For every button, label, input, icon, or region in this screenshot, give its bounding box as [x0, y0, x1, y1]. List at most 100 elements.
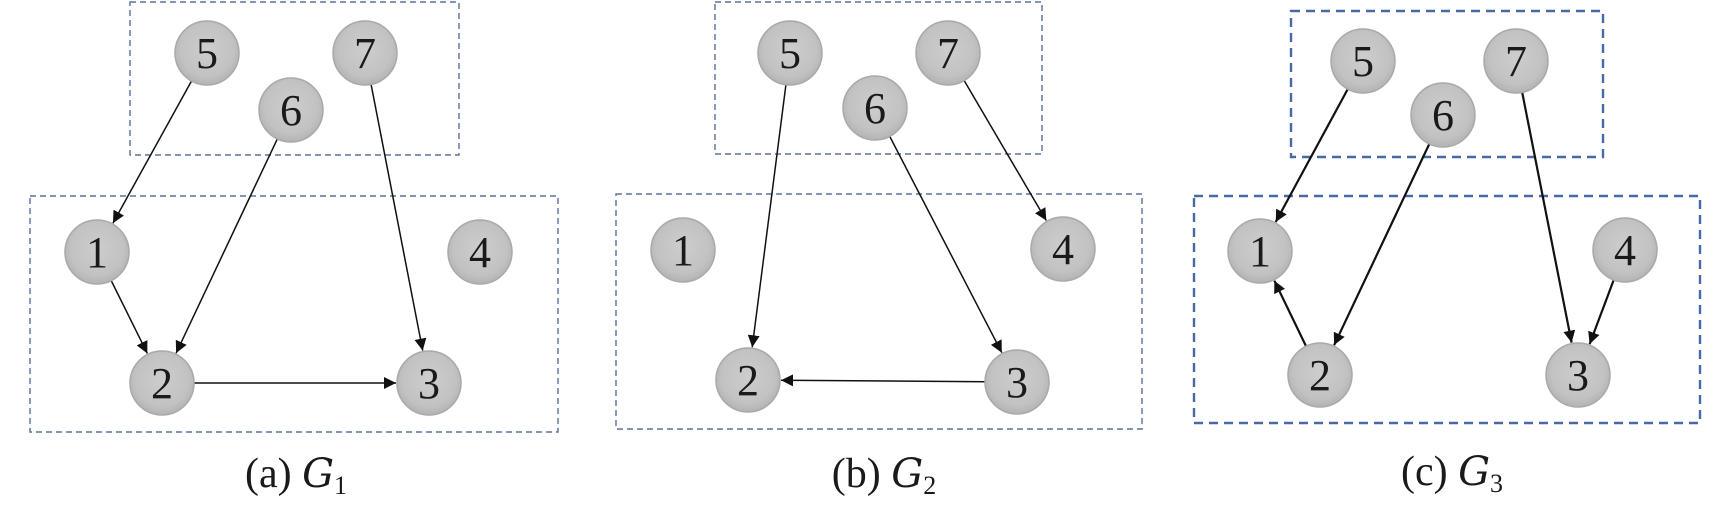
edges — [1273, 87, 1616, 348]
node-7: 7 — [1483, 28, 1549, 94]
node-label: 4 — [1052, 225, 1074, 274]
node-circle — [1592, 217, 1658, 283]
node-7: 7 — [915, 20, 981, 86]
panel-caption: (c) G3 — [1401, 449, 1503, 498]
graph-symbol: G — [1458, 449, 1490, 495]
node-label: 6 — [864, 84, 886, 133]
node-label: 2 — [737, 356, 759, 405]
graph-subscript: 3 — [1490, 469, 1503, 498]
node-circle — [1330, 28, 1396, 94]
node-circle — [650, 217, 716, 283]
node-label: 1 — [672, 226, 694, 275]
node-label: 1 — [1249, 227, 1271, 276]
edge-5-to-1 — [1274, 87, 1350, 223]
node-label: 2 — [151, 359, 173, 408]
edge-4-to-3 — [1588, 278, 1616, 345]
node-3: 3 — [984, 349, 1050, 415]
node-6: 6 — [258, 77, 324, 143]
graph-symbol: G — [891, 451, 923, 497]
caption-label: (b) — [832, 451, 891, 497]
node-5: 5 — [174, 20, 240, 86]
edge-7-to-3 — [370, 83, 427, 351]
node-label: 3 — [1567, 351, 1589, 400]
node-1: 1 — [1227, 218, 1293, 284]
node-circle — [1483, 28, 1549, 94]
edge-6-to-2 — [1333, 142, 1431, 346]
node-label: 6 — [280, 86, 302, 135]
node-2: 2 — [715, 347, 781, 413]
node-5: 5 — [1330, 28, 1396, 94]
node-1: 1 — [650, 217, 716, 283]
edges — [110, 79, 427, 389]
edge-3-to-2 — [780, 374, 987, 387]
top-group-box — [1289, 9, 1605, 159]
top-group-box — [129, 1, 460, 156]
edge-1-to-2 — [110, 279, 149, 354]
node-label: 7 — [1505, 37, 1527, 86]
node-circle — [258, 77, 324, 143]
edge-5-to-1 — [112, 79, 193, 224]
graph-subscript: 2 — [923, 471, 936, 500]
top-group-box — [714, 1, 1043, 155]
node-label: 1 — [86, 228, 108, 277]
node-circle — [842, 75, 908, 141]
node-label: 5 — [779, 29, 801, 78]
node-label: 4 — [469, 228, 491, 277]
node-5: 5 — [757, 20, 823, 86]
node-label: 5 — [1352, 37, 1374, 86]
node-circle — [447, 219, 513, 285]
node-label: 7 — [937, 29, 959, 78]
node-circle — [1410, 82, 1476, 148]
panel-caption: (b) G2 — [832, 451, 936, 500]
node-2: 2 — [129, 350, 195, 416]
node-label: 5 — [196, 29, 218, 78]
edge-6-to-2 — [175, 137, 279, 354]
node-label: 4 — [1614, 226, 1636, 275]
graph-symbol: G — [302, 451, 334, 497]
edge-7-to-4 — [963, 79, 1047, 221]
node-3: 3 — [396, 350, 462, 416]
node-circle — [915, 20, 981, 86]
node-4: 4 — [447, 219, 513, 285]
node-6: 6 — [842, 75, 908, 141]
node-4: 4 — [1030, 216, 1096, 282]
node-circle — [332, 20, 398, 86]
caption-label: (c) — [1401, 449, 1458, 495]
edge-7-to-3 — [1520, 91, 1576, 343]
node-circle — [1030, 216, 1096, 282]
bottom-group-box — [615, 193, 1143, 430]
node-4: 4 — [1592, 217, 1658, 283]
node-7: 7 — [332, 20, 398, 86]
node-3: 3 — [1545, 342, 1611, 408]
graph-subscript: 1 — [334, 471, 347, 500]
edges — [747, 79, 1047, 387]
node-label: 3 — [1006, 358, 1028, 407]
node-label: 2 — [1309, 351, 1331, 400]
edge-5-to-2 — [747, 83, 787, 348]
node-circle — [396, 350, 462, 416]
edge-2-to-1 — [1273, 280, 1308, 348]
caption-label: (a) — [245, 451, 302, 497]
node-circle — [129, 350, 195, 416]
node-circle — [1227, 218, 1293, 284]
node-1: 1 — [64, 219, 130, 285]
node-circle — [757, 20, 823, 86]
panel-caption: (a) G1 — [245, 451, 347, 500]
bottom-group-box — [29, 195, 559, 433]
node-circle — [174, 20, 240, 86]
edge-6-to-3 — [888, 135, 1003, 354]
node-label: 6 — [1432, 91, 1454, 140]
node-label: 7 — [354, 29, 376, 78]
node-label: 3 — [418, 359, 440, 408]
node-circle — [715, 347, 781, 413]
node-circle — [1545, 342, 1611, 408]
node-circle — [1287, 342, 1353, 408]
bottom-group-box — [1192, 194, 1702, 425]
node-circle — [64, 219, 130, 285]
node-circle — [984, 349, 1050, 415]
node-2: 2 — [1287, 342, 1353, 408]
